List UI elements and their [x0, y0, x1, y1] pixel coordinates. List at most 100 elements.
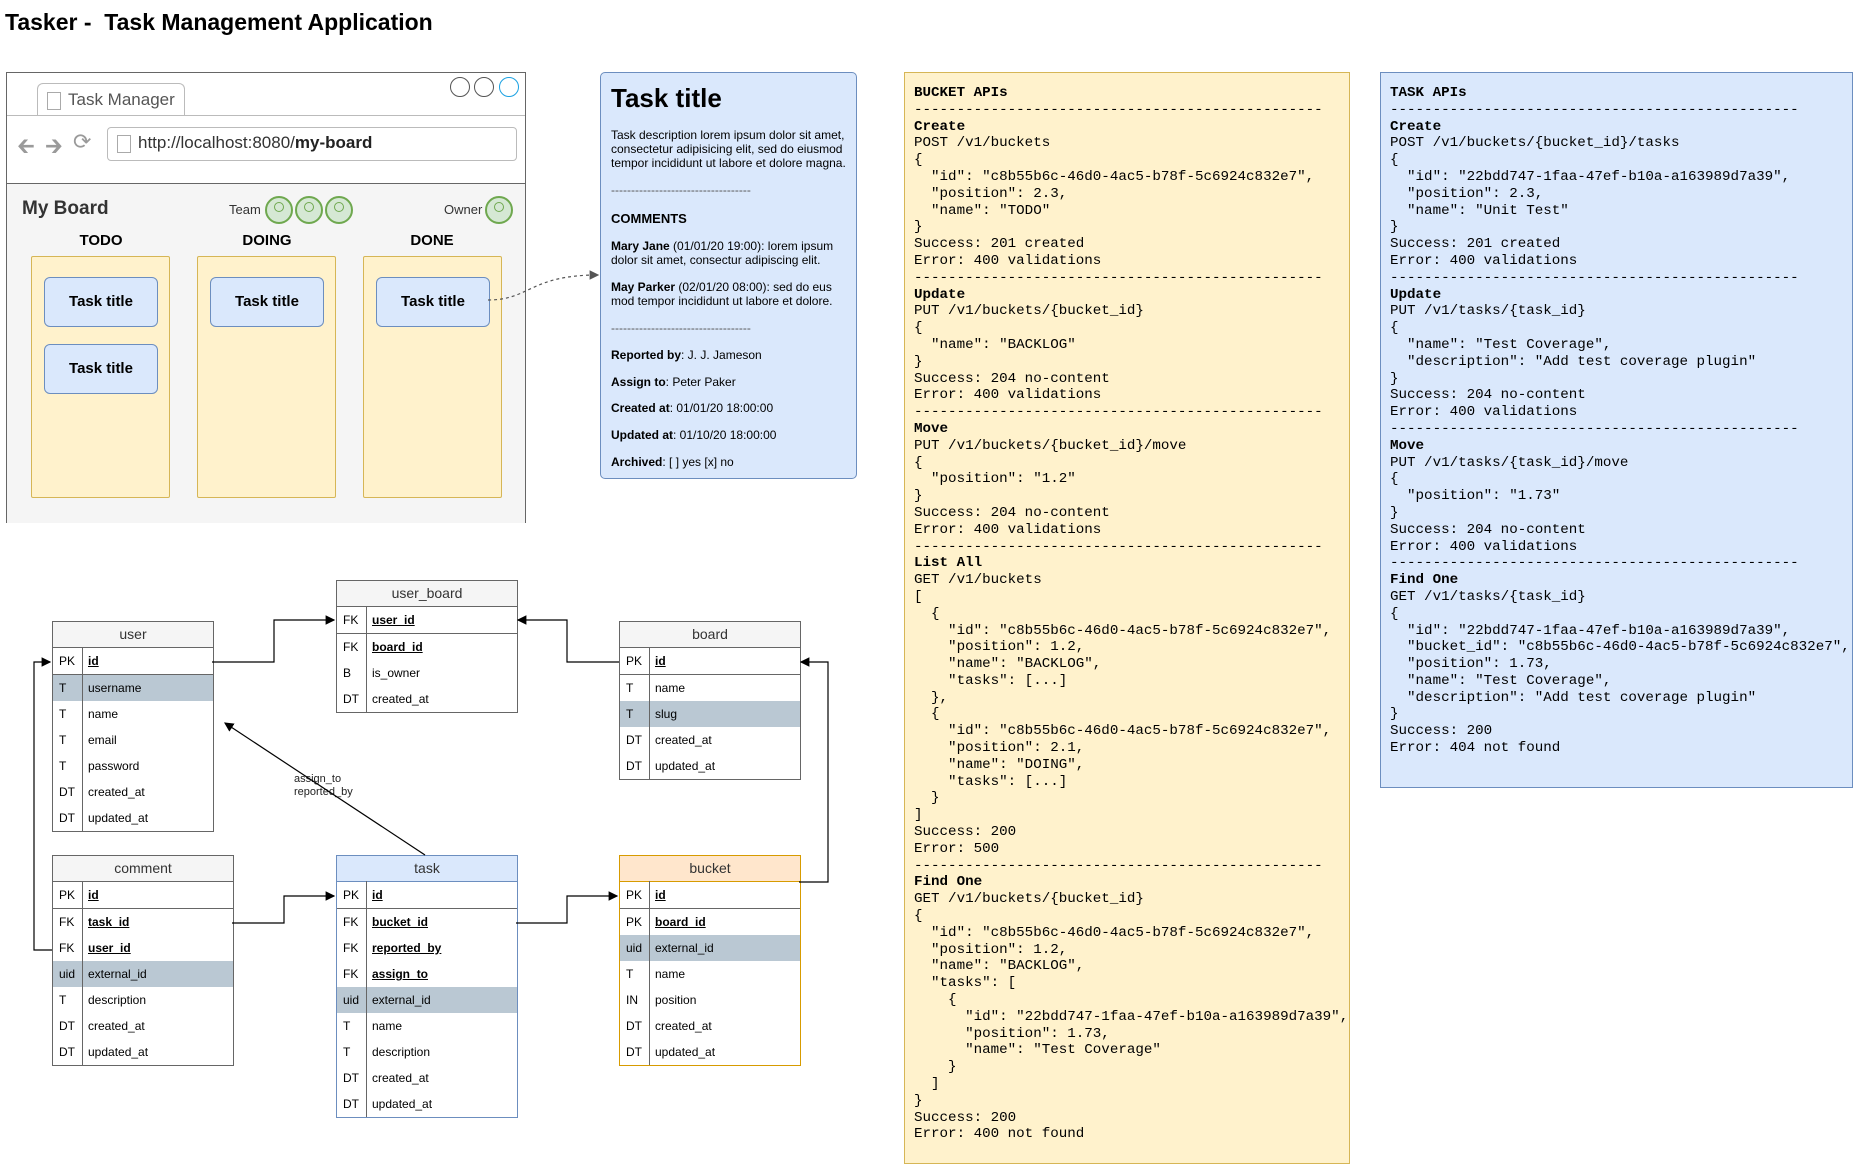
- api-line: [: [914, 588, 923, 605]
- owner-avatar[interactable]: [485, 196, 513, 224]
- team-avatar[interactable]: [295, 196, 323, 224]
- column-key-type: DT: [626, 1045, 642, 1059]
- back-icon[interactable]: 🡰: [17, 133, 35, 158]
- api-line: Success: 200: [914, 1109, 1017, 1126]
- api-line: "position": "1.2": [931, 471, 1076, 488]
- team-label: Team: [229, 202, 261, 217]
- column-key-type: DT: [626, 759, 642, 773]
- api-line: {: [1390, 471, 1399, 488]
- api-line: }: [914, 219, 923, 236]
- team-avatar[interactable]: [325, 196, 353, 224]
- minimize-button[interactable]: [450, 77, 470, 97]
- api-line: POST /v1/buckets/{bucket_id}/tasks: [1390, 135, 1680, 152]
- page-icon: [117, 135, 131, 153]
- column-key-type: PK: [626, 654, 643, 668]
- api-line: }: [914, 1092, 923, 1109]
- api-line: ----------------------------------------…: [1390, 555, 1799, 572]
- column-key-type: T: [59, 759, 67, 773]
- api-line: }: [931, 790, 940, 807]
- task-card[interactable]: Task title: [44, 277, 158, 327]
- table-header: bucket: [620, 856, 800, 882]
- field-value: : 01/10/20 18:00:00: [673, 428, 777, 442]
- column-name: username: [88, 681, 142, 695]
- api-line: "tasks": [: [931, 975, 1017, 992]
- api-line: "name": "Unit Test": [1407, 202, 1569, 219]
- column-name: slug: [655, 707, 678, 721]
- api-line: GET /v1/buckets: [914, 572, 1042, 589]
- column-name: name: [88, 707, 119, 721]
- column-key-type: T: [626, 967, 634, 981]
- column-key-type: FK: [343, 640, 359, 654]
- api-line: ----------------------------------------…: [1390, 269, 1799, 286]
- column-key-type: uid: [59, 967, 76, 981]
- column-key-type: IN: [626, 993, 638, 1007]
- column-key-type: FK: [59, 941, 75, 955]
- column-name: name: [655, 681, 686, 695]
- task-card[interactable]: Task title: [376, 277, 490, 327]
- column-name: created_at: [88, 1019, 145, 1033]
- column-key-type: T: [626, 681, 634, 695]
- tab-divider: [7, 115, 525, 116]
- api-line: {: [914, 908, 923, 925]
- column-name: updated_at: [372, 1097, 433, 1111]
- column-key-type: FK: [343, 915, 359, 929]
- team-avatar[interactable]: [265, 196, 293, 224]
- task-api-body: ----------------------------------------…: [1390, 102, 1850, 756]
- column-key-type: DT: [626, 1019, 642, 1033]
- api-line: PUT /v1/buckets/{bucket_id}/move: [914, 437, 1187, 454]
- connector-task-to-bucket: [516, 891, 619, 924]
- api-line: Success: 201 created: [1390, 236, 1561, 253]
- url-bar[interactable]: http://localhost:8080/my-board: [107, 127, 517, 161]
- api-line: "description": "Add test coverage plugin…: [1407, 353, 1757, 370]
- api-line: "id": "22bdd747-1faa-47ef-b10a-a163989d7…: [1407, 168, 1791, 185]
- close-button[interactable]: [499, 77, 519, 97]
- api-line: {: [931, 706, 940, 723]
- column-divider: [649, 647, 650, 779]
- column-key-type: PK: [59, 888, 76, 902]
- field-value: : [ ] yes [x] no: [662, 455, 734, 469]
- column-title-todo: TODO: [79, 232, 123, 249]
- tab-label: Task Manager: [68, 90, 175, 109]
- column-key-type: T: [343, 1045, 351, 1059]
- relation-label-line: reported_by: [294, 786, 353, 798]
- api-line: }: [1390, 504, 1399, 521]
- reload-icon[interactable]: ⟳: [73, 129, 92, 154]
- task-card[interactable]: Task title: [44, 344, 158, 394]
- api-section-header: Create: [914, 118, 966, 135]
- api-section-header: Move: [1390, 437, 1425, 454]
- api-line: Success: 204 no-content: [1390, 521, 1586, 538]
- column-doing: Task title: [197, 256, 336, 498]
- api-line: "position": 1.73,: [1407, 656, 1552, 673]
- column-key-type: DT: [343, 1071, 359, 1085]
- column-name: description: [88, 993, 147, 1007]
- column-name: bucket_id: [372, 915, 429, 929]
- api-line: {: [948, 992, 957, 1009]
- api-line: "bucket_id": "c8b55b6c-46d0-4ac5-b78f-5c…: [1407, 639, 1850, 656]
- maximize-button[interactable]: [474, 77, 494, 97]
- column-key-type: T: [59, 993, 67, 1007]
- comments-title: COMMENTS: [611, 211, 687, 226]
- api-line: "id": "c8b55b6c-46d0-4ac5-b78f-5c6924c83…: [931, 168, 1315, 185]
- browser-tab[interactable]: Task Manager: [37, 83, 185, 116]
- column-key-type: T: [59, 733, 67, 747]
- table-header: comment: [53, 856, 233, 882]
- api-line: PUT /v1/buckets/{bucket_id}: [914, 303, 1144, 320]
- forward-icon[interactable]: 🡲: [45, 133, 63, 158]
- api-line: "name": "Test Coverage",: [1407, 336, 1612, 353]
- api-line: ----------------------------------------…: [1390, 420, 1799, 437]
- task-card[interactable]: Task title: [210, 277, 324, 327]
- api-line: }: [1390, 219, 1399, 236]
- api-line: "name": "Test Coverage": [965, 1042, 1161, 1059]
- api-line: Success: 200: [1390, 723, 1493, 740]
- api-line: "position": 2.3,: [931, 185, 1068, 202]
- column-key-type: uid: [343, 993, 360, 1007]
- api-line: Error: 400 validations: [914, 252, 1102, 269]
